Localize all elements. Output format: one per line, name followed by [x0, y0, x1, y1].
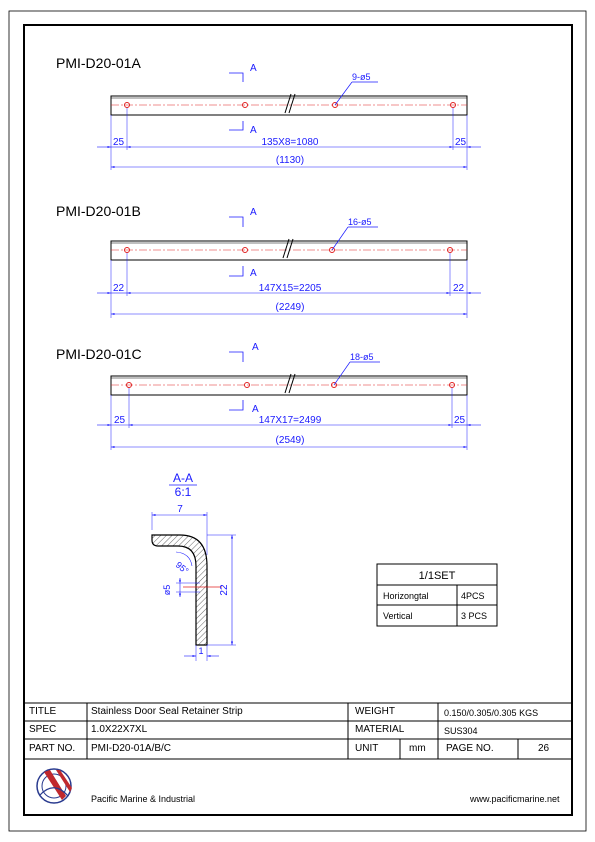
page-value: 26: [538, 743, 550, 754]
hole: [242, 247, 248, 253]
hole: [449, 382, 455, 388]
holes-callout-a: 9-ø5: [352, 72, 371, 82]
angle-dim: 95°: [174, 560, 191, 577]
spec-label: SPEC: [29, 724, 57, 735]
hole: [242, 102, 248, 108]
overall-dim-c: (2549): [276, 435, 305, 446]
hole: [329, 247, 335, 253]
title-label: TITLE: [29, 706, 57, 717]
right-offset-b: 22: [453, 283, 465, 294]
strip-a: [110, 95, 468, 116]
left-offset-c: 25: [114, 415, 126, 426]
part-c-label: PMI-D20-01C: [56, 346, 142, 362]
pitch-dim-c: 147X17=2499: [259, 415, 322, 426]
partno-value: PMI-D20-01A/B/C: [91, 743, 172, 754]
right-offset-a: 25: [455, 137, 467, 148]
left-offset-b: 22: [113, 283, 125, 294]
section-profile: [151, 534, 208, 646]
title-block: [24, 702, 572, 816]
section-scale: 6:1: [175, 485, 192, 499]
section-marker-top-b: A: [250, 207, 257, 218]
company-website[interactable]: www.pacificmarine.net: [470, 794, 560, 804]
set-row-label-horizontal: Horizongtal: [383, 591, 429, 601]
company-name: Pacific Marine & Industrial: [91, 794, 196, 804]
section-marker-top-c: A: [252, 342, 259, 353]
section-marker-bottom-b: A: [250, 268, 257, 279]
hole-dim: ø5: [162, 585, 172, 596]
hole: [124, 247, 130, 253]
overall-dim-a: (1130): [276, 155, 304, 166]
section-marker-top-a: A: [250, 63, 257, 74]
weight-label: WEIGHT: [355, 706, 395, 717]
holes-callout-b: 16-ø5: [348, 217, 372, 227]
strip-c: [110, 375, 468, 396]
hole: [244, 382, 250, 388]
unit-value: mm: [409, 743, 426, 754]
section-view: A-A 6:1 7 95° ø5 22 1: [151, 471, 236, 661]
partno-label: PART NO.: [29, 743, 76, 754]
hole: [450, 102, 456, 108]
set-row-label-vertical: Vertical: [383, 611, 413, 621]
height-dim: 22: [219, 584, 230, 596]
section-marker-bottom-a: A: [250, 125, 257, 136]
part-b-drawing: PMI-D20-01B A A 16-ø5 22 147X15=2205 22 …: [56, 203, 481, 318]
thickness-dim: 1: [198, 646, 203, 656]
hole: [332, 102, 338, 108]
page-label: PAGE NO.: [446, 743, 494, 754]
part-a-drawing: PMI-D20-01A A A 9-ø5 25 135X8=1080 2: [56, 55, 481, 170]
section-title: A-A: [173, 471, 193, 485]
holes-callout-c: 18-ø5: [350, 352, 374, 362]
material-value: SUS304: [444, 726, 478, 736]
left-offset-a: 25: [113, 137, 125, 148]
set-row-qty-horizontal: 4PCS: [461, 591, 485, 601]
unit-label: UNIT: [355, 743, 379, 754]
right-offset-c: 25: [454, 415, 466, 426]
company-logo: [36, 768, 72, 804]
part-b-label: PMI-D20-01B: [56, 203, 141, 219]
material-label: MATERIAL: [355, 724, 405, 735]
set-row-qty-vertical: 3 PCS: [461, 611, 487, 621]
width-dim: 7: [177, 504, 183, 515]
part-c-drawing: PMI-D20-01C A A 18-ø5 25 147X17=2499 25 …: [56, 342, 481, 450]
hole: [447, 247, 453, 253]
pitch-dim-a: 135X8=1080: [261, 137, 318, 148]
hole: [331, 382, 337, 388]
set-table: 1/1SET Horizongtal 4PCS Vertical 3 PCS: [376, 563, 498, 627]
part-a-label: PMI-D20-01A: [56, 55, 141, 71]
strip-b: [110, 240, 468, 261]
spec-value: 1.0X22X7XL: [91, 724, 148, 735]
title-value: Stainless Door Seal Retainer Strip: [91, 706, 243, 717]
set-table-header: 1/1SET: [419, 570, 456, 582]
hole: [126, 382, 132, 388]
pitch-dim-b: 147X15=2205: [259, 283, 322, 294]
weight-value: 0.150/0.305/0.305 KGS: [444, 708, 539, 718]
outer-frame: [8, 10, 587, 832]
section-marker-bottom-c: A: [252, 404, 259, 415]
hole: [124, 102, 130, 108]
overall-dim-b: (2249): [276, 302, 305, 313]
